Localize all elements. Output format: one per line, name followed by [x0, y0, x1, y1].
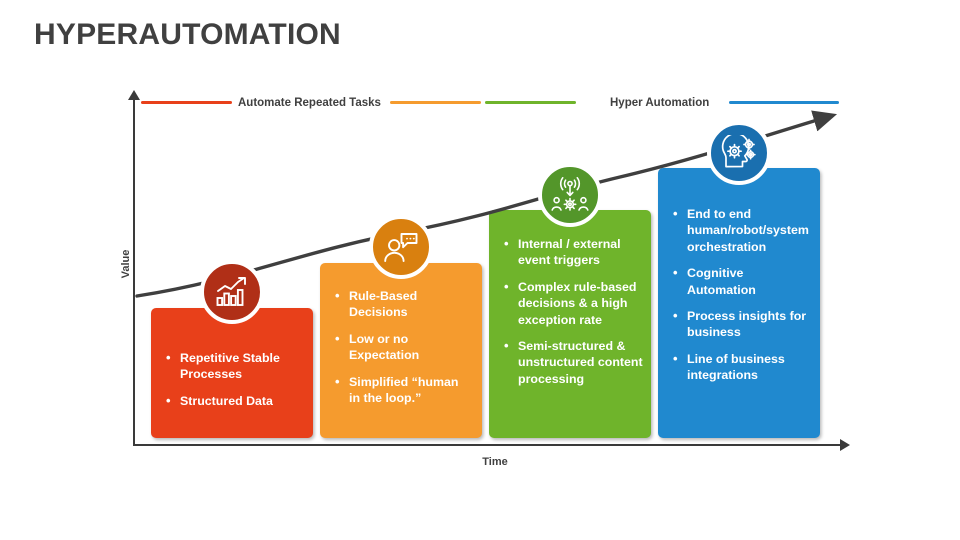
list-item: Rule-Based Decisions	[334, 287, 472, 321]
legend-label-automate-repeated-tasks: Automate Repeated Tasks	[238, 97, 381, 109]
list-item: Process insights for business	[672, 307, 812, 341]
bar-chart-growth-icon	[214, 276, 250, 308]
legend-rule-green	[485, 101, 576, 104]
list-item: Cognitive Automation	[672, 264, 812, 298]
user-chat-bubble-icon	[382, 230, 420, 264]
page-title: HYPERAUTOMATION	[34, 18, 341, 51]
legend-rule-red	[141, 101, 232, 104]
y-axis-line	[133, 98, 135, 445]
list-item: Complex rule-based decisions & a high ex…	[503, 278, 643, 328]
bar-stage-1[interactable]: Repetitive Stable Processes Structured D…	[151, 308, 313, 438]
list-item: End to end human/robot/system orchestrat…	[672, 205, 812, 255]
bar-stage-3[interactable]: Internal / external event triggers Compl…	[489, 210, 651, 438]
y-axis-arrowhead	[128, 90, 140, 100]
list-item: Internal / external event triggers	[503, 235, 643, 269]
list-item: Simplified “human in the loop.”	[334, 373, 472, 407]
stage-circle-4[interactable]	[707, 121, 771, 185]
stage-circle-1[interactable]	[200, 260, 264, 324]
list-item: Repetitive Stable Processes	[165, 349, 301, 383]
bar-stage-2[interactable]: Rule-Based Decisions Low or no Expectati…	[320, 263, 482, 438]
bullet-list-stage-1: Repetitive Stable Processes Structured D…	[165, 349, 301, 419]
list-item: Semi-structured & unstructured content p…	[503, 337, 643, 387]
bar-stage-4[interactable]: End to end human/robot/system orchestrat…	[658, 168, 820, 438]
x-axis-label: Time	[482, 456, 508, 468]
y-axis-label: Value	[120, 249, 132, 279]
bullet-list-stage-3: Internal / external event triggers Compl…	[503, 235, 643, 397]
bullet-list-stage-4: End to end human/robot/system orchestrat…	[672, 205, 812, 393]
list-item: Structured Data	[165, 392, 301, 410]
brain-head-gears-icon	[719, 135, 759, 171]
x-axis-line	[133, 444, 843, 446]
stage-circle-2[interactable]	[369, 215, 433, 279]
stage-circle-3[interactable]	[538, 163, 602, 227]
bullet-list-stage-2: Rule-Based Decisions Low or no Expectati…	[334, 287, 472, 416]
list-item: Line of business integrations	[672, 350, 812, 384]
legend-rule-blue	[729, 101, 839, 104]
legend-label-hyper-automation: Hyper Automation	[610, 97, 710, 109]
list-item: Low or no Expectation	[334, 330, 472, 364]
broadcast-tower-people-gear-icon	[550, 177, 590, 213]
legend-rule-orange	[390, 101, 481, 104]
x-axis-arrowhead	[840, 439, 850, 451]
